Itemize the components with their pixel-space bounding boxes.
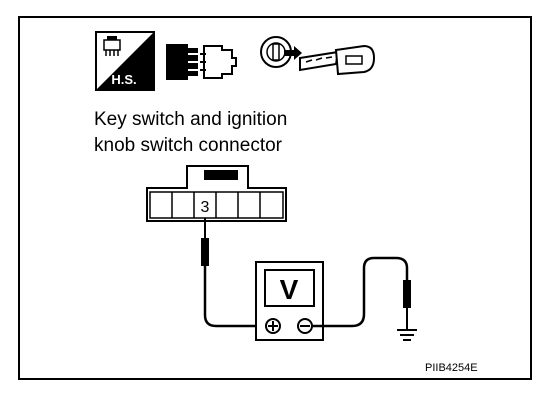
connector-lock-tab	[204, 170, 238, 180]
voltmeter: V	[255, 261, 324, 341]
terminal-3-label: 3	[201, 199, 210, 216]
negative-probe	[312, 256, 411, 330]
voltmeter-label: V	[280, 274, 299, 305]
positive-terminal-icon	[265, 318, 281, 334]
caption-line-1: Key switch and ignition	[94, 109, 288, 130]
caption-line-2: knob switch connector	[94, 135, 282, 156]
figure-code: PIIB4254E	[425, 362, 478, 374]
negative-terminal-icon	[297, 318, 313, 334]
connector-face: 3	[146, 165, 287, 222]
positive-probe	[201, 218, 264, 328]
harness-side-label: H.S.	[111, 72, 136, 87]
harness-side-icon: H.S.	[95, 31, 155, 91]
ground-icon	[397, 329, 417, 341]
connector-icon	[166, 44, 237, 80]
ignition-key-icon	[260, 36, 376, 76]
